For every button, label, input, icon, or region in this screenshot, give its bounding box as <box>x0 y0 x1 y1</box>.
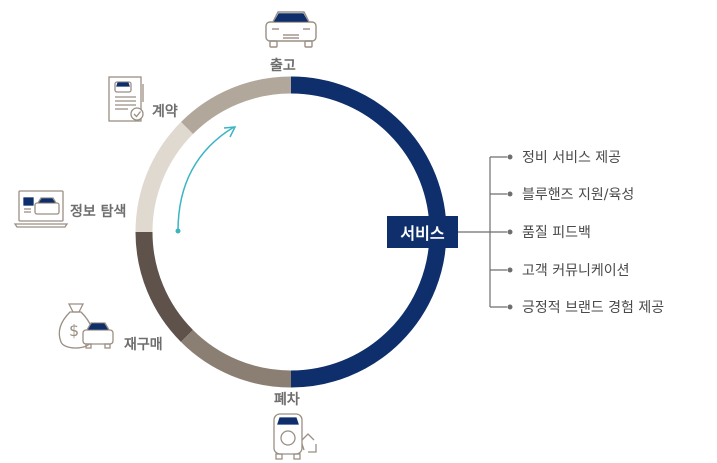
progress-arrow <box>177 126 235 232</box>
stage-label-info-search: 정보 탐색 <box>70 204 127 220</box>
ring-info-segment <box>135 121 194 233</box>
car-front-icon <box>265 11 317 48</box>
ring-repurchase-segment <box>135 231 194 343</box>
laptop-car-icon <box>13 190 69 228</box>
service-connector <box>458 156 507 308</box>
service-item: 품질 피드백 <box>522 225 591 241</box>
stage-label-repurchase: 재구매 <box>124 337 163 353</box>
service-item: 정비 서비스 제공 <box>522 150 622 166</box>
progress-arrow-head <box>223 126 237 138</box>
ring-contract-segment <box>180 76 292 135</box>
progress-arrow-start-dot <box>175 228 181 234</box>
stage-label-top: 출고 <box>270 58 296 74</box>
money-bag-car-icon: $ <box>58 303 114 349</box>
svg-text:$: $ <box>69 321 79 340</box>
recycle-car-icon <box>273 413 317 460</box>
stage-label-scrap: 폐차 <box>274 392 300 408</box>
service-item: 고객 커뮤니케이션 <box>522 263 630 279</box>
service-item: 긍정적 브랜드 경험 제공 <box>522 300 665 316</box>
ring-scrap-segment <box>180 329 292 388</box>
connector-dots <box>507 154 513 310</box>
service-box: 서비스 <box>387 216 458 248</box>
service-item: 블루핸즈 지원/육성 <box>522 187 635 203</box>
stage-label-contract: 계약 <box>152 104 178 120</box>
contract-document-icon <box>108 76 144 122</box>
service-label: 서비스 <box>400 224 445 243</box>
